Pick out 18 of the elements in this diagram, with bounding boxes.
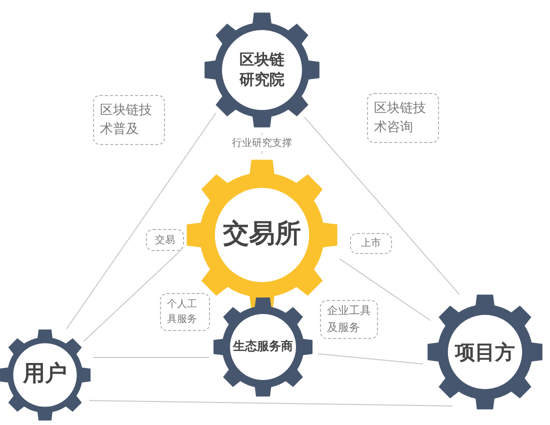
connector-line xyxy=(92,357,210,358)
connector-line xyxy=(88,400,454,406)
gear-label: 生态服务商 xyxy=(232,339,294,355)
connector-line xyxy=(338,258,431,321)
edge-label: 企业工具及服务 xyxy=(320,300,378,339)
edge-label: 上市 xyxy=(350,233,392,254)
gear-label: 区块链研究院 xyxy=(238,50,286,90)
edge-label: 区块链技术咨询 xyxy=(367,93,439,143)
connector-line xyxy=(304,116,460,295)
gear-label: 交易所 xyxy=(222,218,302,252)
gear-label: 项目方 xyxy=(454,339,516,365)
connector-line xyxy=(66,112,216,330)
edge-label: 个人工具服务 xyxy=(160,293,210,331)
connector-line xyxy=(317,353,424,365)
gear-label: 用户 xyxy=(22,360,68,389)
connector-line xyxy=(83,248,183,342)
edge-label: 交易 xyxy=(146,229,184,251)
edge-label: 区块链技术普及 xyxy=(93,95,165,145)
